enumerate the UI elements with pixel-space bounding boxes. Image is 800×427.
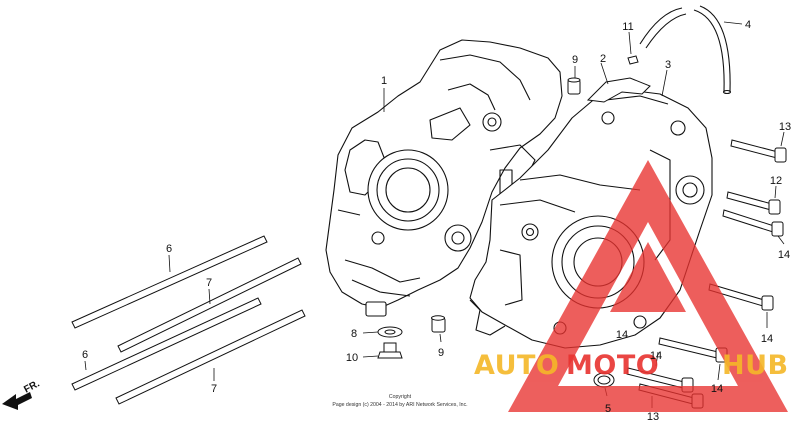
front-direction-indicator: FR. bbox=[2, 378, 42, 410]
drain-bolt bbox=[377, 342, 403, 359]
callout-2: 2 bbox=[600, 53, 606, 65]
callout-7-lower: 7 bbox=[211, 383, 217, 395]
watermark-text-hub: HUB bbox=[722, 350, 789, 381]
sealing-washer bbox=[377, 326, 403, 338]
callout-14-lower-right: 14 bbox=[761, 333, 773, 345]
callout-14-right: 14 bbox=[778, 249, 790, 261]
callout-labels: 1 2 3 4 5 6 6 7 7 8 9 9 10 11 12 13 13 1… bbox=[82, 19, 791, 423]
callout-3: 3 bbox=[665, 59, 671, 71]
callout-9-upper: 9 bbox=[572, 54, 578, 66]
watermark-triangle-icon bbox=[508, 160, 788, 412]
flange-bolts bbox=[626, 139, 787, 409]
tube-clip bbox=[627, 55, 639, 65]
copyright-line2: Page design (c) 2004 - 2014 by ARI Netwo… bbox=[332, 402, 467, 408]
front-direction-label: FR. bbox=[22, 378, 42, 395]
callout-10: 10 bbox=[346, 352, 358, 364]
copyright-line1: Copyright bbox=[389, 394, 412, 400]
stud-bolts bbox=[71, 235, 306, 405]
watermark-wordmark: AUTO MOTO HUB bbox=[474, 350, 789, 381]
front-arrow-icon bbox=[2, 392, 32, 410]
callout-13-lower: 13 bbox=[647, 411, 659, 423]
callout-11: 11 bbox=[622, 21, 633, 33]
callout-14-inner: 14 bbox=[616, 329, 628, 341]
breather-tube bbox=[639, 5, 732, 95]
callout-7-upper: 7 bbox=[206, 277, 212, 289]
callout-6-lower: 6 bbox=[82, 349, 88, 361]
watermark bbox=[508, 160, 788, 412]
watermark-text-auto: AUTO bbox=[474, 350, 559, 381]
dowel-pin-lower bbox=[431, 315, 446, 333]
callout-13-upper: 13 bbox=[779, 121, 791, 133]
left-crankcase bbox=[325, 39, 563, 317]
callout-14-center: 14 bbox=[650, 350, 662, 362]
callout-5: 5 bbox=[605, 403, 611, 415]
watermark-text-moto: MOTO bbox=[566, 350, 659, 381]
callout-1: 1 bbox=[381, 75, 387, 87]
callout-8: 8 bbox=[351, 328, 357, 340]
callout-12: 12 bbox=[770, 175, 782, 187]
callout-14-bottom: 14 bbox=[711, 383, 723, 395]
callout-4: 4 bbox=[745, 19, 751, 31]
dowel-pin-upper bbox=[567, 77, 581, 95]
callout-6-upper: 6 bbox=[166, 243, 172, 255]
gasket bbox=[586, 77, 651, 103]
callout-9-lower: 9 bbox=[438, 347, 444, 359]
